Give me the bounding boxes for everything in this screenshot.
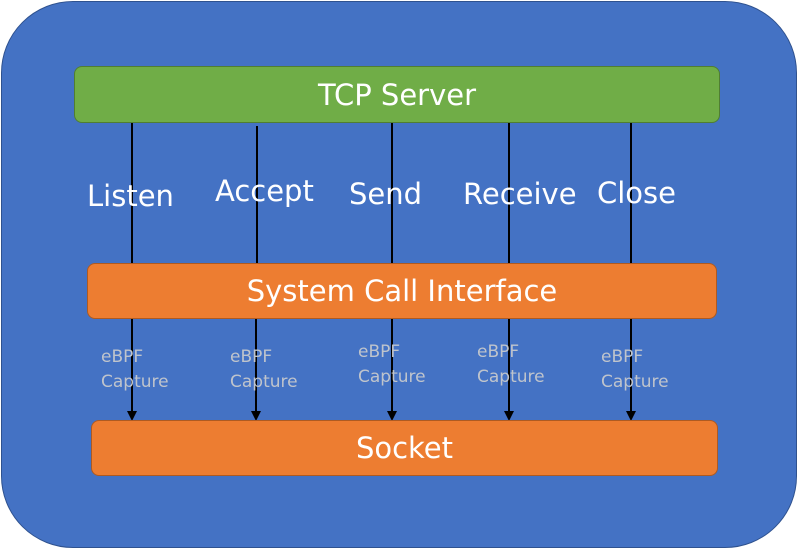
arrowhead-close <box>626 411 636 421</box>
capture-label-line2: Capture <box>358 367 426 387</box>
capture-label-line1: eBPF <box>230 347 273 367</box>
capture-label-line2: Capture <box>601 372 669 392</box>
capture-label-accept: eBPF Capture <box>230 345 298 395</box>
arrowhead-accept <box>251 411 261 421</box>
socket-label: Socket <box>355 431 454 465</box>
system-call-interface-label: System Call Interface <box>246 274 558 308</box>
capture-label-line1: eBPF <box>101 347 144 367</box>
capture-label-line1: eBPF <box>477 342 520 362</box>
capture-label-line2: Capture <box>477 367 545 387</box>
capture-label-line1: eBPF <box>601 347 644 367</box>
capture-label-send: eBPF Capture <box>358 340 426 390</box>
arrowhead-listen <box>127 411 137 421</box>
capture-label-listen: eBPF Capture <box>101 345 169 395</box>
call-label-listen: Listen <box>87 179 174 213</box>
call-label-close: Close <box>597 176 676 210</box>
capture-label-line1: eBPF <box>358 342 401 362</box>
system-call-interface-layer: System Call Interface <box>87 263 717 319</box>
tcp-server-label: TCP Server <box>317 77 477 112</box>
capture-label-close: eBPF Capture <box>601 345 669 395</box>
arrowhead-send <box>387 411 397 421</box>
capture-label-line2: Capture <box>230 372 298 392</box>
capture-label-line2: Capture <box>101 372 169 392</box>
socket-layer: Socket <box>91 420 718 476</box>
lower-connectors <box>131 319 632 413</box>
arrowheads <box>127 411 636 421</box>
arrowhead-receive <box>504 411 514 421</box>
upper-connectors <box>131 123 632 263</box>
call-label-send: Send <box>349 177 423 211</box>
tcp-server-layer: TCP Server <box>74 66 720 123</box>
call-label-receive: Receive <box>463 177 577 211</box>
call-label-accept: Accept <box>215 174 314 208</box>
capture-label-receive: eBPF Capture <box>477 340 545 390</box>
